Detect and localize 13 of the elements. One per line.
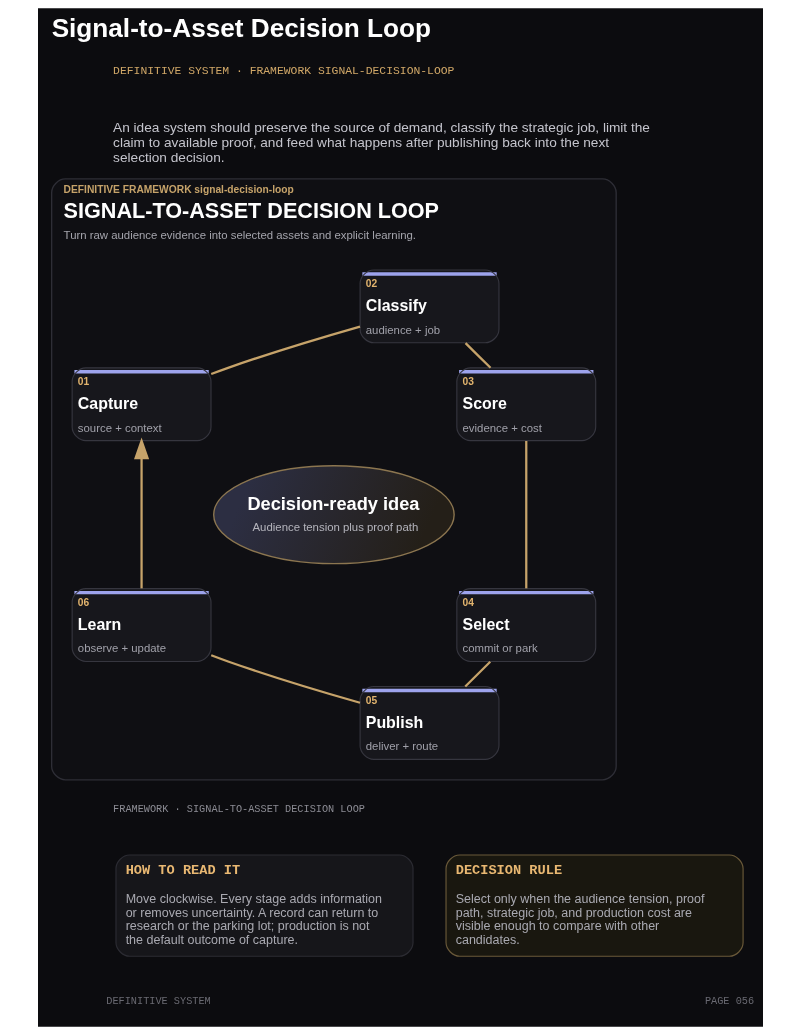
label: DEFINITIVE SYSTEM · FRAMEWORK SIGNAL-DECISION-LOOP — [112, 65, 454, 78]
label: An idea system should preserve the source of demand, classify the strategic job, limit the claim to available proof, and feed what happens after publishing back into the next selection decision. — [112, 120, 650, 165]
connector — [463, 661, 491, 688]
label: FRAMEWORK · SIGNAL-TO-ASSET DECISION LOOP — [112, 802, 365, 815]
connector — [210, 654, 360, 704]
connector — [524, 441, 527, 589]
diagram-title: Signal-to-Asset Decision Loop — [51, 13, 431, 44]
node-ellipse: Decision-ready idea Audience tension plus proof path — [212, 465, 455, 565]
connector — [464, 342, 491, 369]
arrow — [133, 437, 149, 589]
label: DEFINITIVE SYSTEM — [105, 995, 211, 1008]
connector — [210, 325, 360, 376]
label: PAGE 056 — [704, 995, 754, 1008]
